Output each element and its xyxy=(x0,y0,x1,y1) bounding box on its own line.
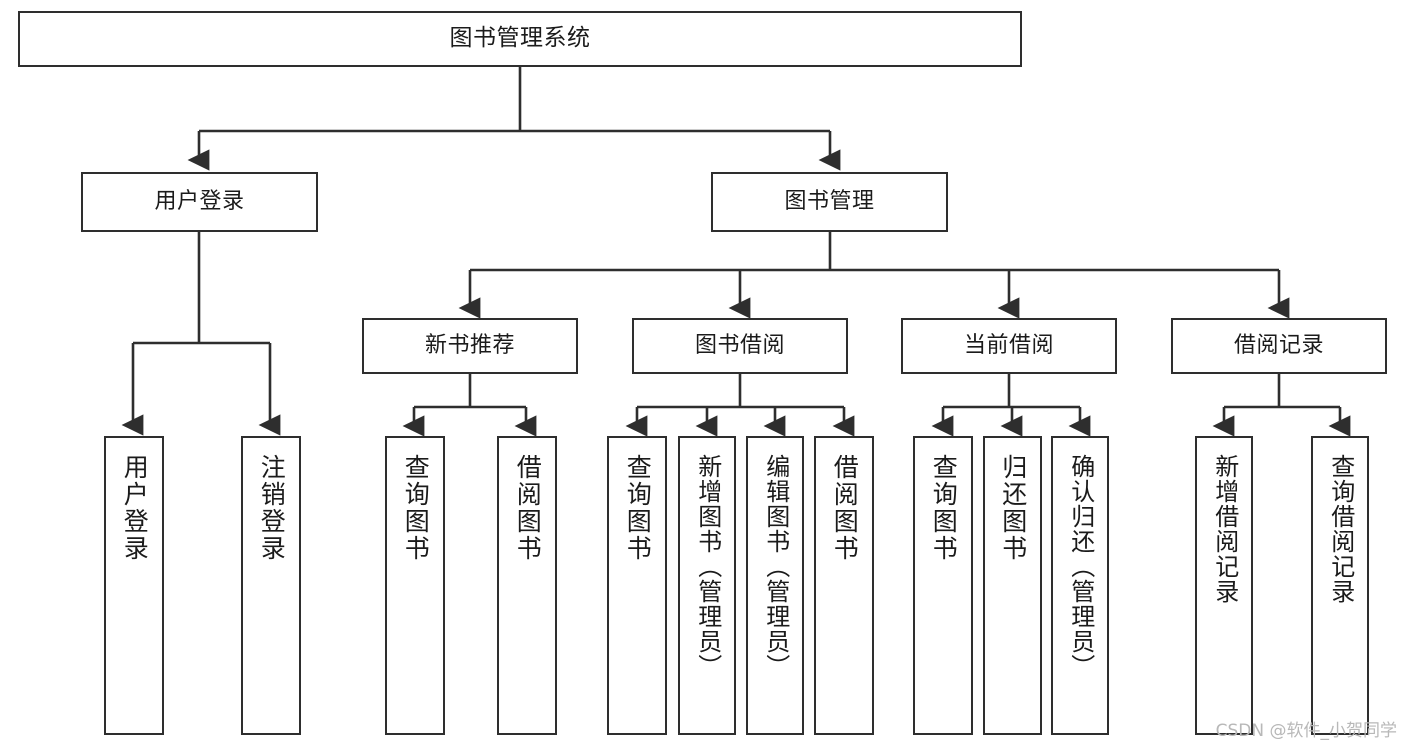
leaf-borrow-edit-book-admin[interactable]: 编辑图书（管理员） xyxy=(746,436,804,735)
node-label: 编辑图书（管理员） xyxy=(761,454,790,679)
node-label: 用户登录 xyxy=(154,188,245,214)
leaf-borrow-borrow-book[interactable]: 借阅图书 xyxy=(814,436,874,735)
node-label: 查询图书 xyxy=(401,454,431,562)
node-label: 图书管理 xyxy=(784,188,875,214)
node-label: 确认归还（管理员） xyxy=(1066,454,1095,679)
node-label: 注销登录 xyxy=(257,454,287,562)
node-new-book-recommend[interactable]: 新书推荐 xyxy=(362,318,578,374)
node-book-borrow[interactable]: 图书借阅 xyxy=(632,318,848,374)
leaf-current-return-book[interactable]: 归还图书 xyxy=(983,436,1042,735)
leaf-recommend-query-book[interactable]: 查询图书 xyxy=(385,436,445,735)
node-label: 查询借阅记录 xyxy=(1326,454,1355,604)
leaf-current-query-book[interactable]: 查询图书 xyxy=(913,436,973,735)
node-label: 借阅记录 xyxy=(1233,332,1324,358)
leaf-record-query-record[interactable]: 查询借阅记录 xyxy=(1311,436,1369,735)
node-label: 图书管理系统 xyxy=(449,25,591,52)
leaf-borrow-add-book-admin[interactable]: 新增图书（管理员） xyxy=(678,436,736,735)
node-book-management[interactable]: 图书管理 xyxy=(711,172,948,232)
node-label: 用户登录 xyxy=(120,454,150,562)
leaf-recommend-borrow-book[interactable]: 借阅图书 xyxy=(497,436,557,735)
leaf-user-login-login[interactable]: 用户登录 xyxy=(104,436,164,735)
node-label: 图书借阅 xyxy=(694,332,785,358)
leaf-user-login-logout[interactable]: 注销登录 xyxy=(241,436,301,735)
csdn-watermark: CSDN @软件_小贺同学 xyxy=(1215,721,1397,741)
node-user-login[interactable]: 用户登录 xyxy=(81,172,318,232)
node-root-system[interactable]: 图书管理系统 xyxy=(18,11,1022,67)
node-current-borrow[interactable]: 当前借阅 xyxy=(901,318,1117,374)
node-label: 查询图书 xyxy=(623,454,653,562)
leaf-borrow-query-book[interactable]: 查询图书 xyxy=(607,436,667,735)
node-borrow-record[interactable]: 借阅记录 xyxy=(1171,318,1387,374)
node-label: 借阅图书 xyxy=(830,454,860,562)
node-label: 查询图书 xyxy=(929,454,959,562)
leaf-current-confirm-return-admin[interactable]: 确认归还（管理员） xyxy=(1051,436,1109,735)
leaf-record-add-record[interactable]: 新增借阅记录 xyxy=(1195,436,1253,735)
node-label: 新增图书（管理员） xyxy=(693,454,722,679)
node-label: 新书推荐 xyxy=(424,332,515,358)
node-label: 新增借阅记录 xyxy=(1210,454,1239,604)
node-label: 归还图书 xyxy=(998,454,1028,562)
node-label: 借阅图书 xyxy=(513,454,543,562)
node-label: 当前借阅 xyxy=(963,332,1054,358)
